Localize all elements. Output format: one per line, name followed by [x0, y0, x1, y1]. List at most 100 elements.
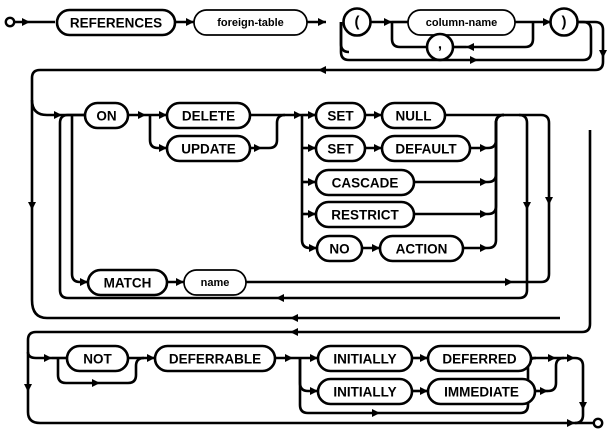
arrow-icon-foreign-table-out: [318, 18, 326, 26]
arrow-icon-references-out: [186, 18, 194, 26]
node-foreign-table: foreign-table: [193, 9, 308, 36]
track-block2-entry-to-on: [30, 99, 62, 117]
arrow-icon-no-out: [372, 244, 380, 252]
arrow-icon-row1-return: [318, 66, 326, 74]
track-match-branch: [70, 115, 88, 284]
track-comma-loop-left-up: [390, 22, 427, 49]
node-action: ACTION: [378, 234, 465, 263]
node-delete-label: DELETE: [182, 109, 235, 124]
arrow-icon-actions-entry: [294, 111, 302, 119]
arrow-icon-default-out: [480, 144, 488, 152]
arrow-icon-delete-entry: [159, 111, 167, 119]
arrow-icon-initially1-entry: [310, 354, 318, 362]
arrow-icon-name-out: [505, 278, 513, 286]
arrow-icon-setdefault-entry: [308, 144, 316, 152]
node-set-default-set: SET: [314, 134, 367, 163]
arrow-icon-on-out: [138, 111, 146, 119]
node-rparen-label: ): [562, 14, 567, 31]
track-on-loop-back-up: [58, 113, 276, 300]
node-restrict: RESTRICT: [314, 200, 416, 229]
node-initially2-label: INITIALLY: [333, 385, 396, 400]
node-set-null-set: SET: [314, 101, 367, 130]
arrow-icon-not-bypass: [92, 379, 100, 387]
node-deferred-label: DEFERRED: [442, 352, 517, 367]
node-lparen: (: [342, 7, 372, 37]
track-block3-exit-down: [574, 356, 585, 425]
node-references: REFERENCES: [55, 8, 177, 37]
node-update: UPDATE: [165, 134, 252, 163]
node-default: DEFAULT: [380, 134, 472, 163]
node-match-label: MATCH: [104, 276, 152, 291]
arrow-icon-update-out: [254, 144, 262, 152]
arrow-icon-set1-out: [374, 111, 382, 119]
node-cascade-label: CASCADE: [332, 176, 399, 191]
arrow-icon-to-rparen: [543, 18, 551, 26]
node-restrict-label: RESTRICT: [331, 208, 399, 223]
node-lparen-label: (: [355, 14, 360, 31]
node-match-name-label: name: [201, 277, 230, 289]
arrow-icon-update-entry: [159, 144, 167, 152]
track-paren-bypass-corner: [339, 22, 350, 62]
node-column-name-label: column-name: [426, 17, 498, 29]
arrow-icon-initially2-entry: [310, 387, 318, 395]
node-default-label: DEFAULT: [395, 142, 457, 157]
arrow-icon-block3-left-rail: [24, 384, 32, 392]
arrow-icon-paren-bypass: [470, 56, 478, 64]
arrow-icon-initially2-out: [420, 387, 428, 395]
arrow-icon-cascade-out: [480, 178, 488, 186]
arrow-icon-initially1-out: [420, 354, 428, 362]
arrow-icon-name-rail-down: [545, 197, 553, 205]
node-rparen: ): [549, 7, 579, 37]
track-update-branch: [148, 115, 167, 150]
node-null-label: NULL: [396, 109, 432, 124]
node-no-label: NO: [329, 242, 349, 257]
node-initially-immediate-initially: INITIALLY: [316, 377, 414, 406]
arrow-icon-action-out: [480, 244, 488, 252]
arrow-icon-deferred-out: [548, 354, 556, 362]
arrow-icon-setnull-entry: [308, 111, 316, 119]
node-immediate: IMMEDIATE: [426, 377, 537, 406]
arrow-icon-on-return-down: [523, 202, 531, 210]
track-block3-bypass: [26, 411, 575, 425]
node-initially-deferred-initially: INITIALLY: [316, 344, 414, 373]
node-column-name: column-name: [407, 9, 516, 36]
node-deferrable-label: DEFERRABLE: [169, 352, 261, 367]
node-comma: ,: [425, 32, 455, 62]
node-not-label: NOT: [83, 352, 112, 367]
node-set2-label: SET: [327, 142, 354, 157]
track-immediate-rejoin: [547, 356, 565, 393]
arrow-icon-not-out: [147, 354, 155, 362]
node-null: NULL: [380, 101, 447, 130]
arrow-icon-block3-bypass: [567, 419, 575, 427]
arrow-icon-initially-bypass: [372, 409, 380, 417]
arrow-icon-cascade-entry: [308, 178, 316, 186]
arrow-icon-set2-out: [374, 144, 382, 152]
track-block2-bypass: [30, 299, 560, 320]
track-initially2-branch: [298, 358, 318, 393]
node-delete: DELETE: [165, 101, 252, 130]
arrow-icon-lparen-out: [384, 18, 392, 26]
track-not-bypass: [56, 356, 145, 385]
track-row1-to-row2: [30, 20, 605, 95]
track-name-rejoin-right-rail: [513, 113, 551, 284]
node-match-name: name: [183, 269, 247, 296]
node-update-label: UPDATE: [181, 142, 236, 157]
start-endpoint-circle: [4, 16, 16, 28]
arrow-icon-block2-bypass: [290, 314, 298, 322]
track-paren-bypass-rejoin: [577, 20, 593, 62]
node-references-label: REFERENCES: [70, 16, 162, 31]
arrow-icon-block3-converge: [567, 354, 575, 362]
node-deferrable: DEFERRABLE: [153, 344, 277, 373]
arrow-icon-block3-top-rail: [290, 328, 298, 336]
track-block3-top-rail: [26, 130, 592, 352]
node-action-label: ACTION: [396, 242, 448, 257]
node-on: ON: [83, 101, 130, 130]
track-initially-bypass: [298, 358, 380, 415]
arrow-icon-immediate-out: [540, 387, 548, 395]
arrow-icon-restrict-out: [480, 210, 488, 218]
arrow-icon-block3-entry: [44, 354, 52, 362]
arrow-icon-match-out: [176, 278, 184, 286]
end-endpoint-circle: [592, 417, 604, 429]
arrow-icon-block2-left-rail: [28, 202, 36, 210]
